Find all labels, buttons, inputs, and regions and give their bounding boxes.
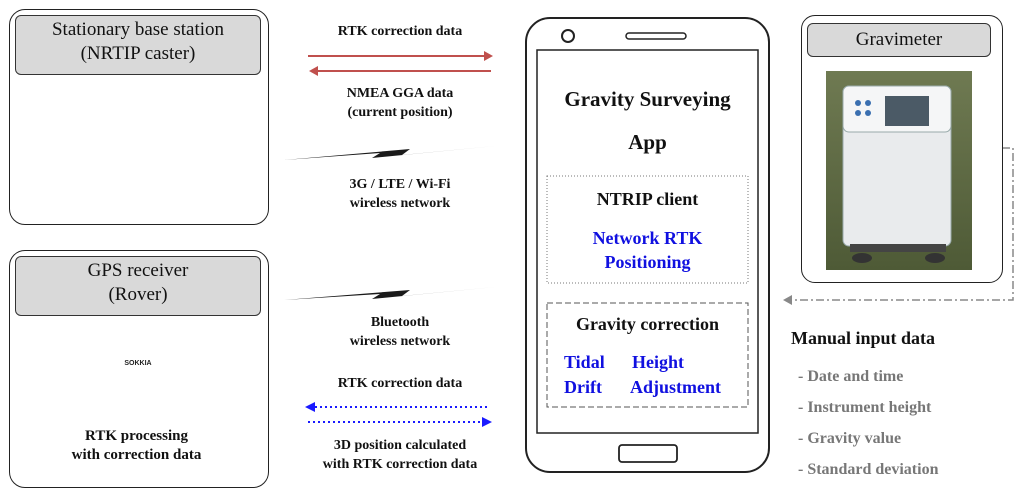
gps-receiver-title: GPS receiver (Rover) xyxy=(15,256,261,316)
position-calculated-label: 3D position calculated with RTK correcti… xyxy=(295,436,505,474)
cellular-network-label: 3G / LTE / Wi-Fi wireless network xyxy=(305,175,495,213)
gravimeter-title: Gravimeter xyxy=(807,23,991,57)
nmea-gga-line2: (current position) xyxy=(347,105,453,120)
nmea-gga-line1: NMEA GGA data xyxy=(346,86,454,101)
nmea-arrow-left xyxy=(309,66,491,76)
app-title-line1: Gravity Surveying xyxy=(564,87,731,111)
item-height: Height xyxy=(632,352,684,372)
manual-item-standard-deviation: - Standard deviation xyxy=(798,461,939,478)
rtk-processing-line2: with correction data xyxy=(71,447,202,463)
wireless-link-icon xyxy=(284,146,495,160)
item-tidal: Tidal xyxy=(564,352,605,372)
network-rtk-text: Network RTK Positioning xyxy=(547,226,748,274)
ntrip-client-title: NTRIP client xyxy=(596,189,699,209)
manual-item-instrument-height: - Instrument height xyxy=(798,399,932,416)
network-rtk-line1: Network RTK xyxy=(592,228,703,248)
base-station-title-line1: Stationary base station xyxy=(51,19,225,40)
phone-camera-icon xyxy=(561,29,575,43)
bluetooth-network-label: Bluetooth wireless network xyxy=(305,313,495,351)
cellular-network-line2: wireless network xyxy=(349,196,451,211)
manual-item-date: - Date and time xyxy=(798,368,904,385)
bluetooth-link-icon xyxy=(284,287,495,300)
position-calculated-line2: with RTK correction data xyxy=(322,457,478,472)
phone-speaker xyxy=(625,32,687,40)
manual-input-title: Manual input data xyxy=(791,328,936,348)
bluetooth-network-line1: Bluetooth xyxy=(370,315,430,330)
phone-screen xyxy=(536,49,759,434)
rtk-processing-label: RTK processing with correction data xyxy=(28,427,245,465)
phone-home-button xyxy=(618,444,678,463)
rtk-correction-top-label: RTK correction data xyxy=(337,24,463,39)
gps-receiver-title-line2: (Rover) xyxy=(108,284,168,305)
app-title-line2: App xyxy=(628,130,667,154)
gps-receiver-title-line1: GPS receiver xyxy=(87,260,189,281)
rtk-processing-line1: RTK processing xyxy=(85,428,188,444)
base-station-title-line2: (NRTIP caster) xyxy=(80,43,196,64)
gravimeter-image xyxy=(826,71,972,270)
ntrip-client-box xyxy=(546,175,749,284)
rtk-correction-bottom-label: RTK correction data xyxy=(337,376,463,391)
position-calculated-line1: 3D position calculated xyxy=(333,438,467,453)
app-title: Gravity Surveying App xyxy=(537,78,758,164)
position-arrow-right xyxy=(308,417,492,427)
manual-input-connector xyxy=(792,147,1014,301)
rtk-correction-arrow-left xyxy=(305,402,488,412)
base-station-title: Stationary base station (NRTIP caster) xyxy=(15,15,261,75)
bluetooth-network-line2: wireless network xyxy=(349,334,451,349)
manual-item-gravity-value: - Gravity value xyxy=(798,430,902,447)
item-adjustment: Adjustment xyxy=(630,377,722,397)
gravity-correction-box xyxy=(546,302,749,408)
manual-input-list: - Date and time - Instrument height - Gr… xyxy=(798,361,938,485)
item-drift: Drift xyxy=(564,377,602,397)
rtk-correction-arrow-right xyxy=(308,51,493,61)
gps-device-logo: SOKKIA xyxy=(124,360,152,367)
manual-input-arrowhead xyxy=(783,295,792,305)
gravimeter-panel xyxy=(801,15,1003,283)
network-rtk-line2: Positioning xyxy=(604,252,691,272)
nmea-gga-label: NMEA GGA data (current position) xyxy=(305,84,495,122)
gravity-correction-title: Gravity correction xyxy=(575,314,720,334)
cellular-network-line1: 3G / LTE / Wi-Fi xyxy=(349,177,451,192)
